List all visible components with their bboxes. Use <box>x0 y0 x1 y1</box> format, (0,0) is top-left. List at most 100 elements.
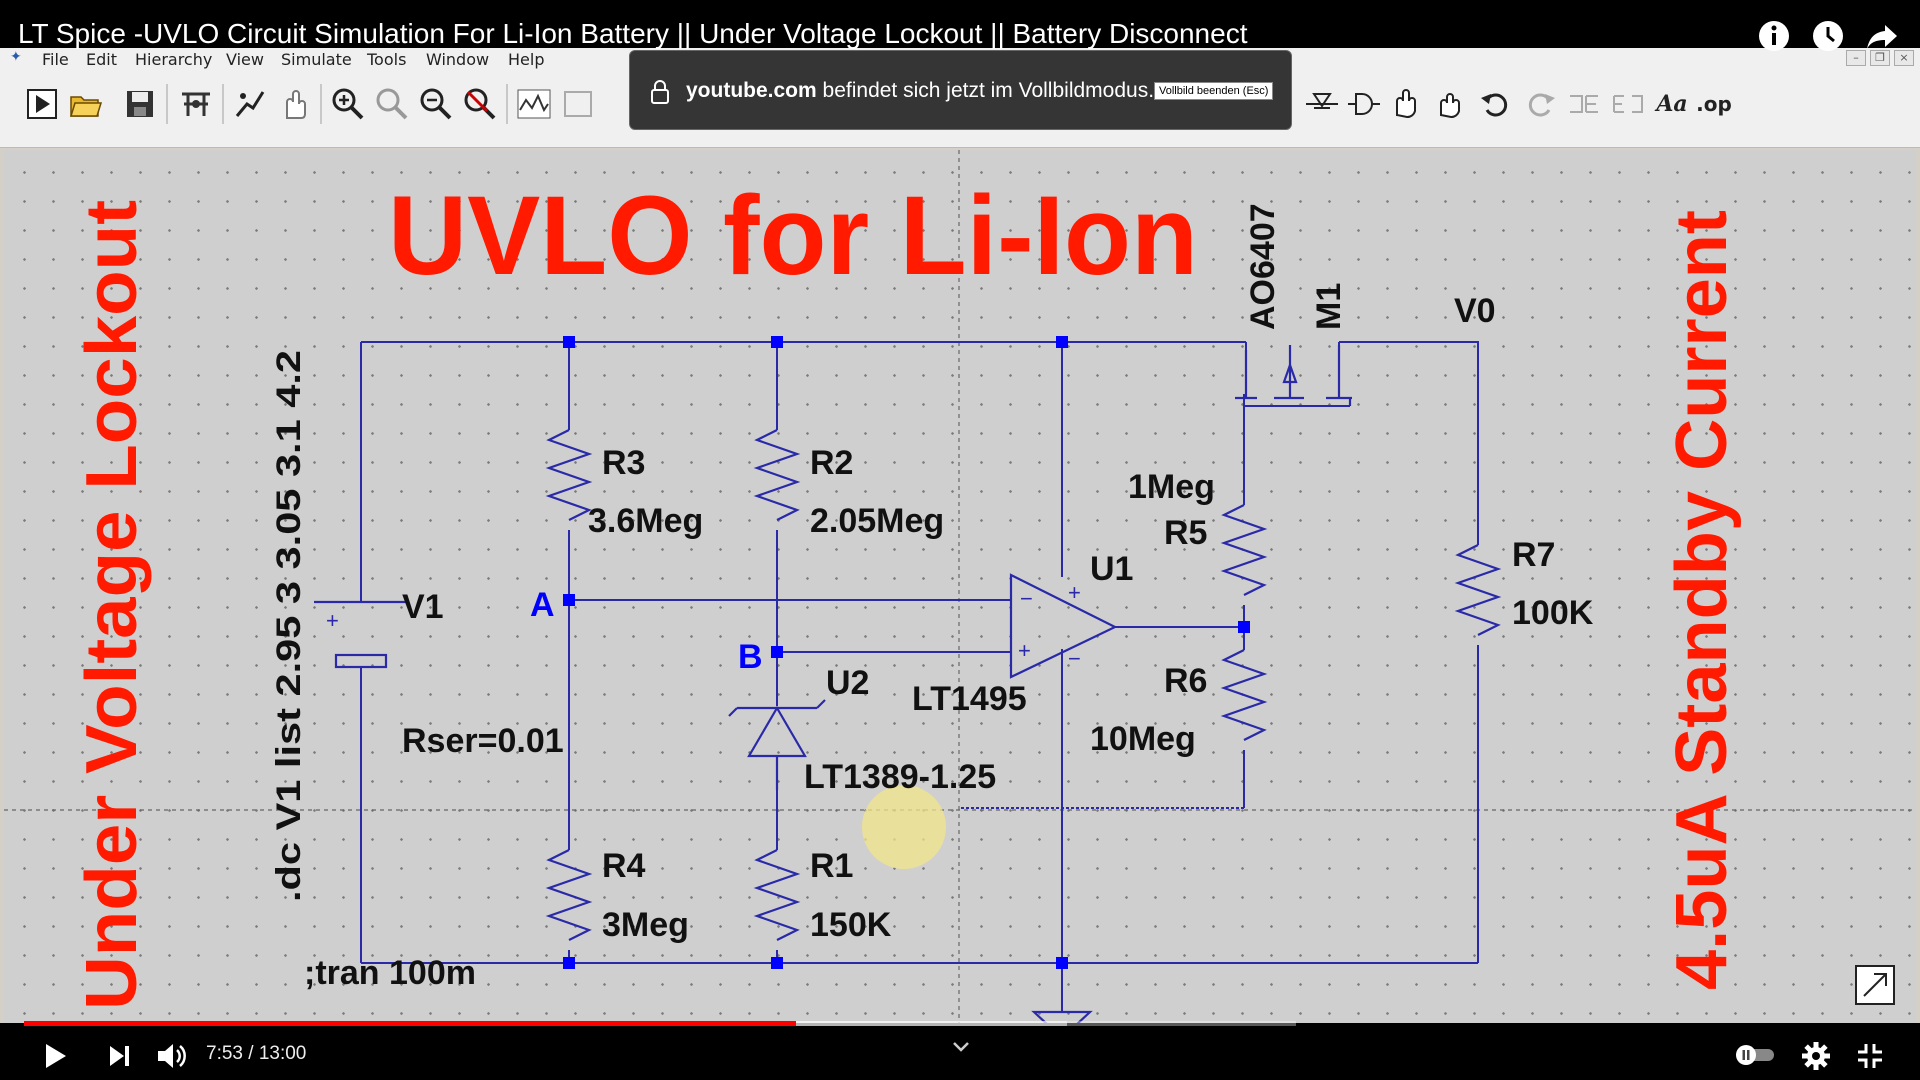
control-panel-icon[interactable] <box>176 84 216 124</box>
autoplay-toggle-icon[interactable] <box>1732 1038 1778 1070</box>
u1-supply-minus: − <box>1068 646 1081 671</box>
r5-label: R5 <box>1164 514 1207 552</box>
text-icon[interactable]: Aa <box>1652 84 1692 124</box>
exit-fullscreen-icon[interactable] <box>1850 1036 1890 1076</box>
fullscreen-domain: youtube.com <box>686 79 817 102</box>
probe-icon[interactable] <box>230 84 270 124</box>
buffer-icon[interactable] <box>1344 84 1384 124</box>
tran-directive[interactable]: ;tran 100m <box>304 954 476 992</box>
progress-bar[interactable] <box>24 1021 1296 1026</box>
r5-resistor-symbol[interactable] <box>1220 504 1268 596</box>
mdi-close-icon[interactable]: × <box>1894 50 1914 66</box>
menu-edit[interactable]: Edit <box>86 50 117 69</box>
play-icon[interactable] <box>36 1036 76 1076</box>
next-icon[interactable] <box>100 1036 140 1076</box>
diode-icon[interactable] <box>1302 84 1342 124</box>
r7-value: 100K <box>1512 594 1594 632</box>
ground-symbol <box>1031 1010 1093 1023</box>
run-icon[interactable] <box>22 84 62 124</box>
zoom-out-icon[interactable] <box>416 84 456 124</box>
schematic-canvas[interactable]: − + + − + UVLO for Li-Ion Under Voltage … <box>4 150 1916 1023</box>
u1-supply-plus: + <box>1068 580 1081 605</box>
spice-directive-icon[interactable]: .op <box>1694 84 1734 124</box>
exit-fullscreen-button[interactable]: Vollbild beenden (Esc) <box>1154 82 1274 100</box>
r1-resistor-symbol[interactable] <box>753 849 801 941</box>
player-controls: 7:53 / 13:00 <box>0 1028 1920 1080</box>
r3-resistor-symbol[interactable] <box>545 429 593 521</box>
menu-window[interactable]: Window <box>426 50 490 69</box>
time-display: 7:53 / 13:00 <box>206 1043 307 1064</box>
drag-hand-icon[interactable] <box>1388 84 1428 124</box>
u2-reference-diode-symbol[interactable] <box>728 699 826 790</box>
u2-part: LT1389-1.25 <box>804 758 996 796</box>
menu-view[interactable]: View <box>226 50 264 69</box>
toolbar-separator <box>506 84 508 124</box>
v1-plus-sign: + <box>326 608 339 633</box>
move-hand-icon[interactable] <box>1432 84 1472 124</box>
m1-label: M1 <box>1310 283 1348 330</box>
r5-value: 1Meg <box>1128 468 1215 506</box>
volume-icon[interactable] <box>152 1036 192 1076</box>
open-icon[interactable] <box>66 84 106 124</box>
watch-later-icon[interactable] <box>1806 14 1850 58</box>
r4-label: R4 <box>602 847 646 885</box>
autorange-icon[interactable] <box>558 84 598 124</box>
save-icon[interactable] <box>120 84 160 124</box>
v1-label: V1 <box>402 588 444 626</box>
mirror-icon[interactable] <box>1564 84 1604 124</box>
right-vertical-caption: 4.5uA Standby Current <box>1662 210 1742 990</box>
lock-icon <box>650 79 670 110</box>
menu-hierarchy[interactable]: Hierarchy <box>135 50 213 69</box>
info-icon[interactable] <box>1752 14 1796 58</box>
r6-label: R6 <box>1164 662 1207 700</box>
mdi-minimize-icon[interactable]: – <box>1846 50 1866 66</box>
redo-icon[interactable] <box>1520 84 1560 124</box>
mdi-restore-icon[interactable]: ❐ <box>1870 50 1890 66</box>
m1-mosfet-symbol[interactable] <box>1235 345 1352 406</box>
progress-played <box>24 1021 797 1026</box>
cursor-highlight <box>862 785 946 869</box>
text-label: Aa <box>1656 91 1688 117</box>
r1-label: R1 <box>810 847 853 885</box>
zoom-cancel-icon[interactable] <box>460 84 500 124</box>
fullscreen-message: youtube.com befindet sich jetzt im Vollb… <box>686 79 1154 103</box>
video-title: LT Spice -UVLO Circuit Simulation For Li… <box>18 18 1248 49</box>
chevron-down-icon[interactable] <box>946 1032 976 1062</box>
zoom-area-icon[interactable] <box>372 84 412 124</box>
app-icon: ✦ <box>10 49 22 65</box>
u2-label: U2 <box>826 664 869 702</box>
r7-resistor-symbol[interactable] <box>1454 544 1502 636</box>
dc-directive[interactable]: .dc V1 list 2.95 3 3.05 3.1 4.2 <box>270 350 308 902</box>
menu-tools[interactable]: Tools <box>367 50 407 69</box>
r3-value: 3.6Meg <box>588 502 703 540</box>
v1-rser-label: Rser=0.01 <box>402 722 564 760</box>
m1-part: AO6407 <box>1244 203 1282 330</box>
settings-gear-icon[interactable] <box>1796 1036 1836 1076</box>
u1-opamp-symbol[interactable] <box>1009 573 1118 679</box>
node-a-label: A <box>530 586 555 624</box>
r7-label: R7 <box>1512 536 1555 574</box>
zoom-in-icon[interactable] <box>328 84 368 124</box>
fullscreen-text: befindet sich jetzt im Vollbildmodus. <box>822 79 1155 102</box>
r1-value: 150K <box>810 906 892 944</box>
v1-source-symbol[interactable] <box>314 600 408 669</box>
r4-value: 3Meg <box>602 906 689 944</box>
undo-icon[interactable] <box>1476 84 1516 124</box>
picture-in-picture-icon[interactable] <box>1855 965 1895 1005</box>
r2-resistor-symbol[interactable] <box>753 429 801 521</box>
menu-help[interactable]: Help <box>508 50 545 69</box>
waveform-icon[interactable] <box>514 84 554 124</box>
pan-hand-icon[interactable] <box>274 84 314 124</box>
ltspice-window: ✦ File Edit Hierarchy View Simulate Tool… <box>0 48 1920 1023</box>
rotate-icon[interactable] <box>1608 84 1648 124</box>
menu-simulate[interactable]: Simulate <box>281 50 352 69</box>
r6-resistor-symbol[interactable] <box>1220 649 1268 741</box>
menu-file[interactable]: File <box>42 50 69 69</box>
r2-value: 2.05Meg <box>810 502 944 540</box>
share-icon[interactable] <box>1860 14 1904 58</box>
left-vertical-caption: Under Voltage Lockout <box>72 200 152 1010</box>
r4-resistor-symbol[interactable] <box>545 849 593 941</box>
u1-label: U1 <box>1090 550 1133 588</box>
u1-pin-plus: + <box>1018 638 1031 663</box>
